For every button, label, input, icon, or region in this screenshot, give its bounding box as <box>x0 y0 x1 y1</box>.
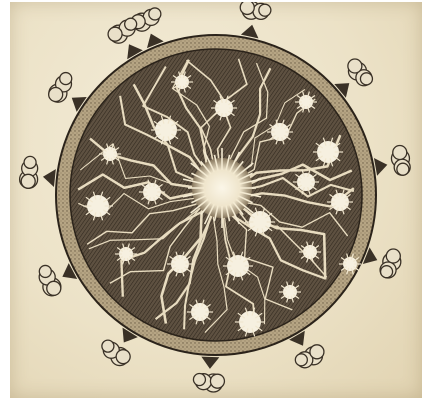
volcano-icon <box>102 328 138 366</box>
engraving-illustration <box>10 2 422 398</box>
volcano-icon <box>193 357 224 392</box>
volcano-icon <box>289 331 324 368</box>
volcano-icon <box>334 59 372 98</box>
volcano-icon <box>20 156 56 188</box>
volcano-icon <box>49 73 87 112</box>
volcano-icon <box>363 247 401 278</box>
volcano-icon <box>374 145 410 175</box>
volcano-icon <box>240 2 271 38</box>
volcano-icon <box>39 263 77 296</box>
